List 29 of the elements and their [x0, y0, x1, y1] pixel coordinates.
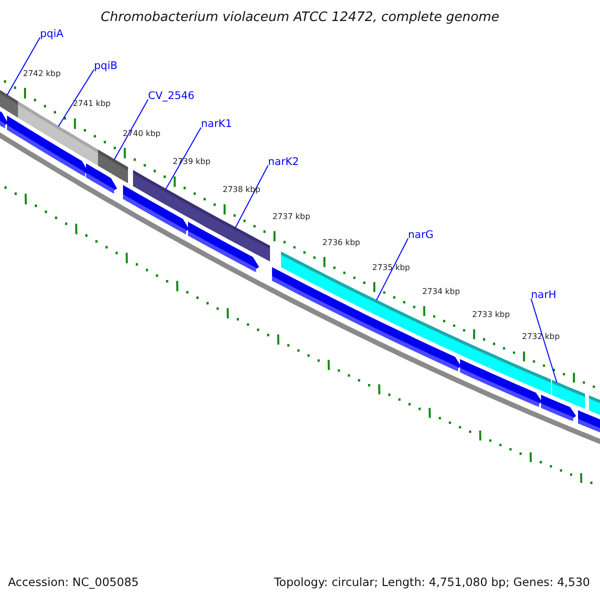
gene-bar: [199, 207, 270, 262]
gene-bar: [552, 380, 585, 409]
gene-label: narK2: [268, 157, 299, 168]
leader-line: [58, 69, 94, 128]
position-label: 2734 kbp: [422, 288, 460, 296]
accession-text: Accession: NC_005085: [8, 577, 139, 588]
gene-label: pqiA: [40, 29, 64, 40]
position-label: 2742 kbp: [23, 70, 61, 78]
genome-info-text: Topology: circular; Length: 4,751,080 bp; Genes: 4,530: [274, 577, 590, 588]
leader-line: [530, 298, 558, 383]
gene-bar: [589, 395, 600, 417]
leader-line: [376, 238, 408, 301]
leader-line: [234, 165, 268, 229]
gene-label: narK1: [201, 119, 232, 130]
position-label: 2732 kbp: [522, 332, 560, 341]
leader-line: [165, 127, 202, 190]
gene-label: narH: [531, 290, 556, 300]
gene-label: CV_2546: [148, 91, 194, 102]
position-label: 2741 kbp: [72, 100, 111, 108]
leader-line: [6, 37, 40, 96]
gene-bar: [98, 150, 128, 184]
position-label: 2733 kbp: [472, 310, 510, 319]
gene-bar: [133, 170, 199, 224]
position-label: 2735 kbp: [372, 264, 410, 272]
gene-label: pqiB: [94, 61, 118, 72]
gene-bar: [18, 101, 98, 166]
leader-line: [114, 99, 148, 160]
diagram-title: Chromobacterium violaceum ATCC 12472, complete genome: [100, 11, 500, 24]
gene-label: narG: [408, 230, 434, 240]
